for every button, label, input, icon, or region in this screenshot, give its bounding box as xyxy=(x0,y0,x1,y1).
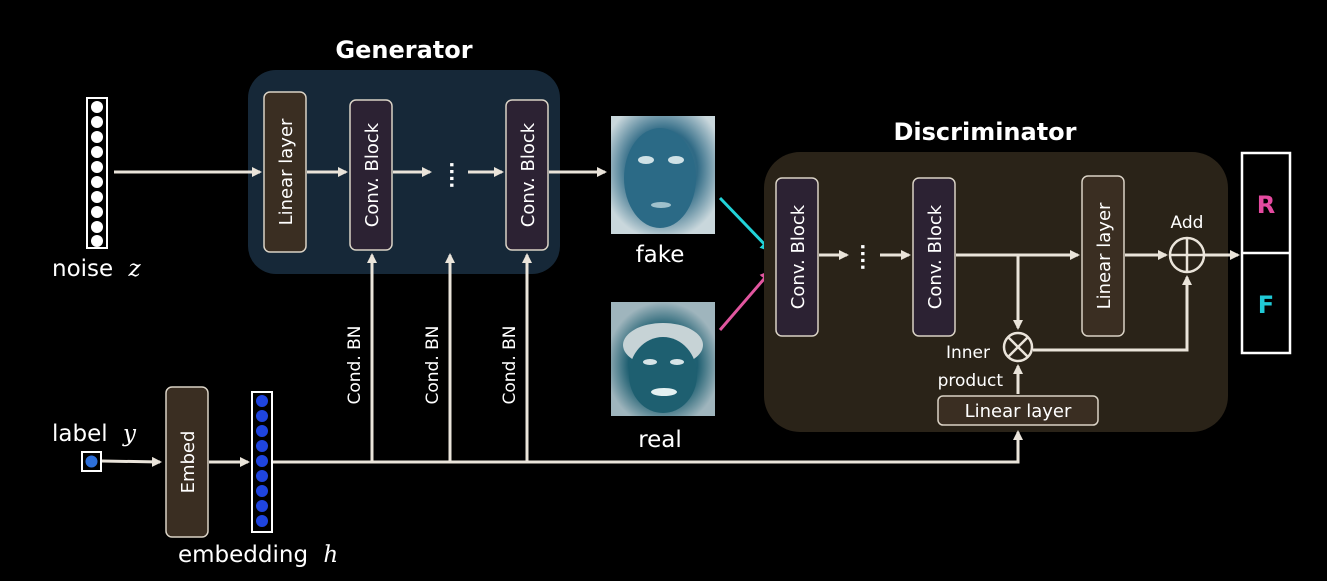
real-image xyxy=(611,302,715,416)
cond-bn-label-2: Cond. BN xyxy=(423,325,443,404)
arrow-fake-to-discriminator xyxy=(718,196,773,253)
discriminator-linear-layer xyxy=(1081,175,1125,337)
discriminator-bottom-linear-layer xyxy=(937,395,1099,426)
generator-title: Generator xyxy=(335,36,472,64)
embedding-bus xyxy=(273,430,1023,464)
output-f-label: F xyxy=(1258,291,1274,319)
generator-conv-block-2 xyxy=(505,99,549,251)
embed-layer xyxy=(165,386,209,538)
generator-linear-layer xyxy=(263,91,307,253)
output-r-label: R xyxy=(1257,191,1275,219)
arrow-label-to-embed xyxy=(101,456,162,467)
generator-conv-label-2: Conv. Block xyxy=(518,122,539,227)
discriminator-conv-label-1: Conv. Block xyxy=(788,204,809,309)
fake-label: fake xyxy=(636,242,685,268)
label-dot xyxy=(85,455,98,468)
discriminator-conv-block-1 xyxy=(775,177,819,337)
generator-conv-block-1 xyxy=(349,99,393,251)
discriminator-linear-label: Linear layer xyxy=(1094,202,1115,309)
embed-label: Embed xyxy=(178,431,199,494)
discriminator-bottom-linear-label: Linear layer xyxy=(965,401,1072,422)
cond-bn-label-1: Cond. BN xyxy=(345,325,365,404)
cond-bn-label-3: Cond. BN xyxy=(500,325,520,404)
arrow-inner-to-add xyxy=(1033,275,1192,352)
label-symbol: y xyxy=(122,421,137,447)
generator-ellipsis: ···· xyxy=(442,161,463,188)
embedding-symbol: h xyxy=(323,542,338,568)
inner-product-label-2: product xyxy=(938,371,1004,391)
embedding-label-text: embedding xyxy=(178,542,308,568)
fake-image xyxy=(611,116,715,234)
noise-label: noise z xyxy=(52,256,142,282)
label-label: label y xyxy=(52,421,137,447)
noise-label-text: noise xyxy=(52,256,113,282)
discriminator-title: Discriminator xyxy=(893,118,1076,146)
generator-linear-label: Linear layer xyxy=(276,118,297,225)
noise-symbol: z xyxy=(128,256,142,282)
add-icon xyxy=(1168,236,1206,274)
label-label-text: label xyxy=(52,421,108,447)
noise-vector-cells xyxy=(91,101,103,247)
inner-product-icon xyxy=(1002,331,1034,363)
discriminator-conv-label-2: Conv. Block xyxy=(925,204,946,309)
real-label: real xyxy=(638,427,682,453)
arrow-real-to-discriminator xyxy=(718,269,772,331)
inner-product-label-1: Inner xyxy=(946,343,990,363)
add-label: Add xyxy=(1171,213,1204,233)
generator-conv-label-1: Conv. Block xyxy=(362,122,383,227)
discriminator-ellipsis: ···· xyxy=(853,243,874,270)
embedding-vector-cells xyxy=(256,395,268,527)
discriminator-conv-block-2 xyxy=(912,177,956,337)
embedding-label: embedding h xyxy=(178,542,338,568)
